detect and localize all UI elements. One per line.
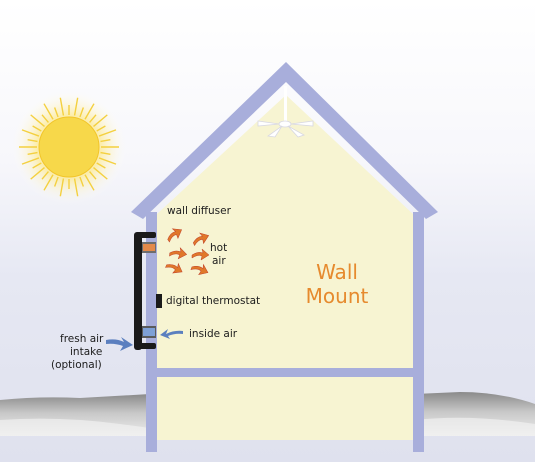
fresh-air-label-line1: fresh air <box>60 333 104 345</box>
sun-ray <box>43 103 54 120</box>
wall-diffuser-vent <box>142 242 156 253</box>
fresh-air-arrow-icon <box>106 337 133 351</box>
sun-ray <box>32 125 42 132</box>
sun-ray <box>84 103 95 120</box>
sun-ray <box>93 167 108 180</box>
hot-air-arrow-icon <box>192 232 210 246</box>
sun-ray <box>27 151 38 155</box>
hot-air-label-line2: air <box>212 255 226 267</box>
hot-air-label-line1: hot <box>210 242 228 254</box>
sun-ray <box>89 171 97 180</box>
fresh-air-label-line2: intake <box>70 346 103 358</box>
wall-diffuser-label: wall diffuser <box>167 205 231 217</box>
hot-air-arrow-icon <box>169 247 188 260</box>
hot-air-arrow-icon <box>190 263 209 275</box>
hot-air-arrow-icon <box>165 262 183 274</box>
sun-ray <box>21 157 40 165</box>
sun-ray <box>93 114 108 127</box>
sun-ray <box>96 125 106 132</box>
sun-ray <box>73 97 79 116</box>
digital-thermostat-label: digital thermostat <box>166 295 261 307</box>
hot-air-arrows <box>165 228 210 275</box>
duct <box>134 232 156 350</box>
sun-ray <box>53 107 59 118</box>
ground <box>0 392 535 436</box>
sun-ray <box>89 114 97 123</box>
digital-thermostat-device <box>156 294 162 308</box>
sun-ray <box>27 139 38 143</box>
sun-ray <box>21 129 40 137</box>
sun-ray <box>59 178 65 197</box>
sun-ray <box>79 176 85 187</box>
sun-ray <box>100 139 111 143</box>
sun-ray <box>100 151 111 155</box>
inside-air-arrow-icon <box>160 329 183 339</box>
sun-icon <box>11 89 127 205</box>
house-interior <box>157 95 413 440</box>
inside-air-label: inside air <box>189 328 238 340</box>
sun-ray <box>41 114 49 123</box>
sun-ray <box>98 157 117 165</box>
sun-ray <box>30 167 45 180</box>
diagram-title: Wall Mount <box>277 260 397 308</box>
sun-ray <box>59 97 65 116</box>
return-air-vent <box>142 326 156 338</box>
sun-ray <box>98 129 117 137</box>
sun-ray <box>30 114 45 127</box>
sun-ray <box>84 174 95 191</box>
fresh-air-label-line3: (optional) <box>51 359 102 371</box>
sun-ray <box>53 176 59 187</box>
sun-ray <box>96 162 106 169</box>
hot-air-arrow-icon <box>191 248 210 261</box>
sun-ray <box>32 162 42 169</box>
ceiling-fan-icon <box>257 86 314 138</box>
sun-ray <box>73 178 79 197</box>
diagram-title-line2: Mount <box>305 284 369 308</box>
sun-ray <box>43 174 54 191</box>
hot-air-arrow-icon <box>167 228 183 243</box>
sun-ray <box>41 171 49 180</box>
diagram-title-line1: Wall <box>316 260 358 284</box>
sun-ray <box>79 107 85 118</box>
